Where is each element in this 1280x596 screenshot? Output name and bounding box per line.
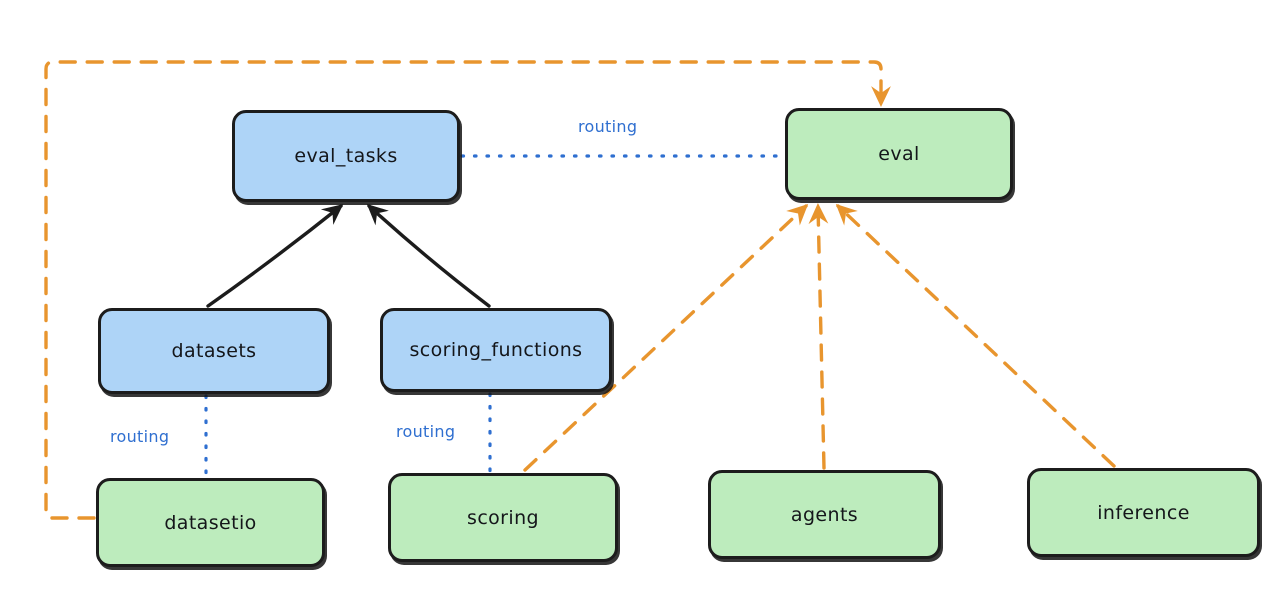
node-datasets[interactable]: datasets <box>98 308 330 394</box>
node-scoring-functions[interactable]: scoring_functions <box>380 308 612 392</box>
node-eval[interactable]: eval <box>785 108 1013 200</box>
node-label: datasets <box>171 340 257 362</box>
node-datasetio[interactable]: datasetio <box>96 478 325 567</box>
node-scoring[interactable]: scoring <box>388 473 618 562</box>
edge-scoring-eval <box>523 203 809 472</box>
node-inference[interactable]: inference <box>1027 468 1260 557</box>
edge-datasets-eval_tasks <box>206 204 344 308</box>
edge-datasetio-eval <box>44 60 891 520</box>
node-label: scoring <box>467 506 539 529</box>
edge-label-routing-eval-tasks-eval: routing <box>578 117 638 136</box>
node-label: eval <box>878 143 920 165</box>
node-label: agents <box>790 503 859 526</box>
edge-scoring_functions-eval_tasks <box>366 203 491 308</box>
node-label: datasetio <box>164 511 257 534</box>
node-label: scoring_functions <box>409 339 583 361</box>
edge-label-routing-datasets-datasetio: routing <box>110 427 170 446</box>
node-label: eval_tasks <box>294 145 398 167</box>
edge-label-routing-scoring-functions-scoring: routing <box>396 422 456 441</box>
edge-inference-eval <box>835 203 1116 468</box>
node-agents[interactable]: agents <box>708 470 941 559</box>
edge-agents-eval <box>808 203 829 470</box>
node-label: inference <box>1097 501 1190 524</box>
node-eval-tasks[interactable]: eval_tasks <box>232 110 460 202</box>
